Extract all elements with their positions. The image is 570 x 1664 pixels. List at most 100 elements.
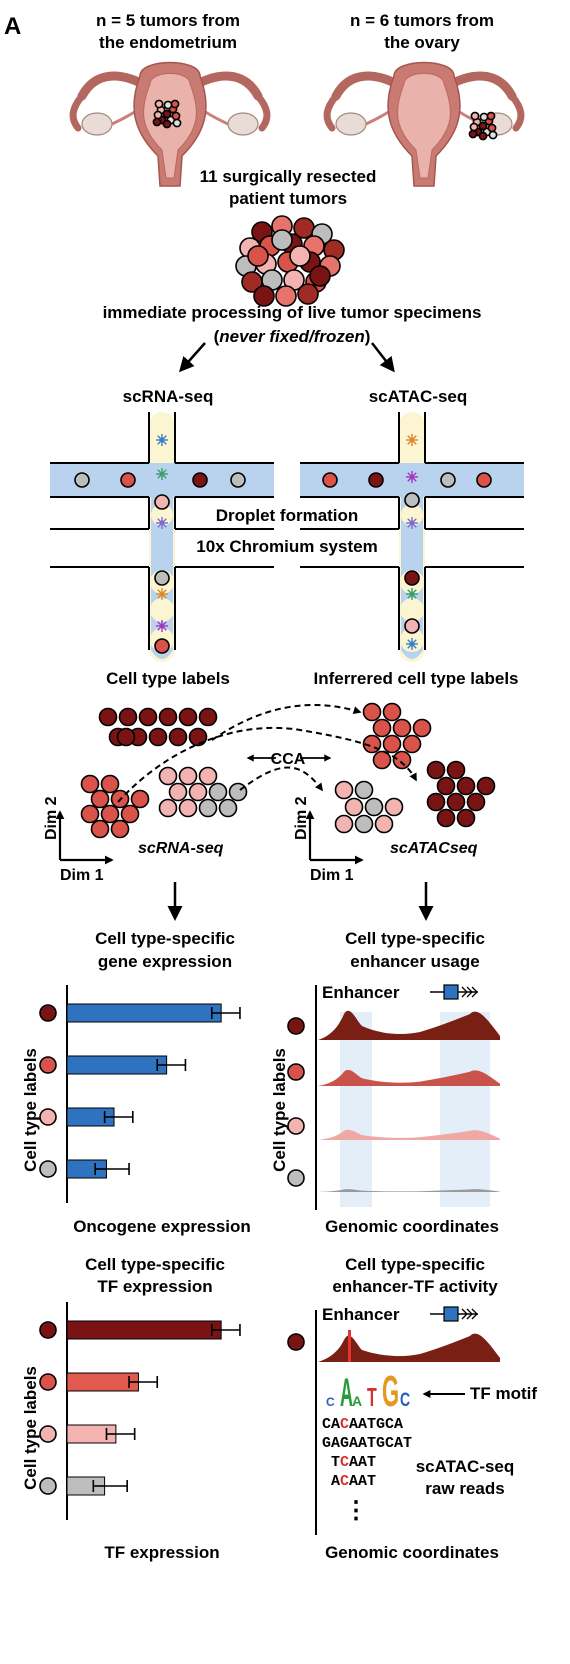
- tumor-cell: [253, 285, 275, 307]
- read-3: TCAAT: [331, 1454, 376, 1471]
- ovary-left: [335, 112, 367, 136]
- tumor-cell: [152, 117, 162, 127]
- embedding-cell: [334, 780, 354, 800]
- embedding-cell: [198, 766, 218, 786]
- embedding-cell: [168, 727, 188, 747]
- resected-line2: patient tumors: [229, 189, 347, 208]
- gene-panel-title-line2: gene expression: [98, 952, 232, 971]
- cell: [404, 492, 420, 508]
- tumor-cell: [271, 229, 293, 251]
- embedding-cell: [402, 734, 422, 754]
- tumor-cell: [469, 122, 479, 132]
- enhancer-panel-title-line2: enhancer usage: [350, 952, 479, 971]
- tumor-cell: [275, 285, 297, 307]
- embedding-cell: [456, 808, 476, 828]
- embedding-cell: [364, 797, 384, 817]
- category-marker: [287, 1063, 305, 1081]
- embedding-cell: [188, 727, 208, 747]
- tumor-cell: [488, 130, 498, 140]
- embedding-cell: [372, 718, 392, 738]
- embedding-cell: [138, 707, 158, 727]
- enhancer-usage-tracks: [287, 984, 500, 1210]
- inferred-labels-title: Inferrered cell type labels: [313, 669, 518, 688]
- motif-panel-xlabel: Genomic coordinates: [325, 1543, 499, 1562]
- bar: [66, 1003, 222, 1023]
- bead-core: [409, 474, 415, 480]
- barcode-bead: [156, 517, 168, 529]
- embedding-cell: [148, 727, 168, 747]
- tumor-cell: [162, 109, 172, 119]
- left-source-line1: n = 5 tumors from: [96, 11, 240, 30]
- read-4: ACAAT: [331, 1473, 376, 1490]
- gene-panel-ylabel: Cell type labels: [21, 1048, 40, 1172]
- embedding-cell: [426, 760, 446, 780]
- embedding-cell: [158, 766, 178, 786]
- embedding-cell: [446, 792, 466, 812]
- enhancer-track: [318, 1333, 500, 1362]
- enhancer-panel-xlabel: Genomic coordinates: [325, 1217, 499, 1236]
- embedding-cell: [412, 718, 432, 738]
- tumor-cell: [478, 131, 488, 141]
- category-marker: [39, 1004, 57, 1022]
- raw-reads-label-line1: scATAC-seq: [416, 1457, 515, 1476]
- processing-line1: immediate processing of live tumor speci…: [103, 303, 482, 322]
- embedding-cell: [466, 792, 486, 812]
- bead-core: [409, 520, 415, 526]
- dim2-label-left: Dim 2: [43, 796, 60, 840]
- tumor-cluster: [235, 215, 345, 307]
- embedding-cell: [208, 782, 228, 802]
- category-marker: [39, 1477, 57, 1495]
- read-1: CACAATGCA: [322, 1416, 403, 1433]
- embedding-cell: [362, 702, 382, 722]
- microfluidic-device-scatac: [300, 412, 524, 662]
- scrna-embedding-label: scRNA-seq: [138, 840, 224, 857]
- embedding-cell: [436, 776, 456, 796]
- enhancer-panel-ylabel: Cell type labels: [270, 1048, 289, 1172]
- tumor-cell: [478, 121, 488, 131]
- category-marker: [39, 1425, 57, 1443]
- category-marker: [287, 1017, 305, 1035]
- embedding-cell: [382, 734, 402, 754]
- tumor-cell: [153, 110, 163, 120]
- bead-core: [159, 591, 165, 597]
- logo-letter: C: [326, 1395, 335, 1409]
- bead-core: [159, 471, 165, 477]
- tf-panel-title-line1: Cell type-specific: [85, 1255, 225, 1274]
- barcode-bead: [156, 468, 168, 480]
- tumor-cell: [170, 99, 180, 109]
- arrow-to-scatac: [371, 342, 395, 373]
- fimbria-left: [69, 92, 86, 132]
- cell: [154, 494, 170, 510]
- cell: [440, 472, 456, 488]
- uterus-illustration-right: [323, 61, 525, 187]
- logo-letter: T: [367, 1383, 377, 1412]
- cell: [368, 472, 384, 488]
- reads-ellipsis: ⋮: [344, 1497, 368, 1524]
- cell: [120, 472, 136, 488]
- embedding-cell: [446, 760, 466, 780]
- ovary-left: [81, 112, 113, 136]
- enhancer-panel-title-line1: Cell type-specific: [345, 929, 485, 948]
- droplet: [150, 598, 174, 622]
- cell: [230, 472, 246, 488]
- cell: [154, 570, 170, 586]
- accessibility-track: [318, 1069, 500, 1086]
- tf-panel-ylabel: Cell type labels: [21, 1366, 40, 1490]
- cell: [404, 618, 420, 634]
- channel-walls: [398, 412, 426, 650]
- bar: [66, 1320, 222, 1340]
- embedding-cell: [178, 707, 198, 727]
- bar: [66, 1055, 168, 1075]
- tumor-cell: [468, 129, 478, 139]
- embedding-cell: [344, 797, 364, 817]
- barcode-bead: [156, 620, 168, 632]
- embedding-cell: [110, 819, 130, 839]
- chromium-label: 10x Chromium system: [196, 537, 377, 556]
- droplet-formation-label: Droplet formation: [216, 506, 359, 525]
- gene-panel-xlabel: Oncogene expression: [73, 1217, 251, 1236]
- embedding-cell: [476, 776, 496, 796]
- embedding-cell: [372, 750, 392, 770]
- accessibility-track: [318, 1189, 500, 1192]
- embedding-cell: [178, 766, 198, 786]
- embedding-cell: [80, 774, 100, 794]
